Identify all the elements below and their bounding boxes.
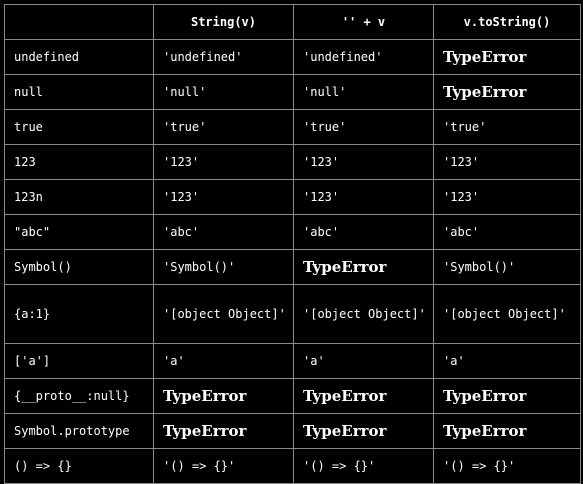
cell-string-v: 'true' [153,109,294,145]
cell-string-v: '123' [153,179,294,215]
cell-concat-v: 'null' [293,74,434,110]
table-row: Symbol() 'Symbol()' TypeError 'Symbol()' [4,249,581,285]
conversion-table: String(v) '' + v v.toString() undefined … [4,4,581,484]
cell-tostring-v: 'abc' [433,214,581,250]
cell-concat-v: '123' [293,144,434,180]
table-row: () => {} '() => {}' '() => {}' '() => {}… [4,448,581,484]
cell-string-v: 'a' [153,343,294,379]
cell-value: Symbol.prototype [4,413,154,449]
cell-string-v: '[object Object]' [153,284,294,344]
cell-tostring-v: '() => {}' [433,448,581,484]
cell-tostring-v: '123' [433,144,581,180]
cell-tostring-v: 'Symbol()' [433,249,581,285]
table-row: true 'true' 'true' 'true' [4,109,581,145]
cell-value: "abc" [4,214,154,250]
cell-tostring-v: TypeError [433,74,581,110]
cell-concat-v: '() => {}' [293,448,434,484]
cell-value: null [4,74,154,110]
cell-concat-v: 'true' [293,109,434,145]
header-concat-v: '' + v [293,4,434,40]
cell-value: () => {} [4,448,154,484]
cell-value: Symbol() [4,249,154,285]
cell-concat-v: 'abc' [293,214,434,250]
cell-value: true [4,109,154,145]
cell-string-v: 'undefined' [153,39,294,75]
cell-string-v: 'null' [153,74,294,110]
cell-concat-v: TypeError [293,378,434,414]
cell-tostring-v: TypeError [433,378,581,414]
cell-concat-v: '[object Object]' [293,284,434,344]
cell-value: undefined [4,39,154,75]
cell-string-v: TypeError [153,413,294,449]
table-row: Symbol.prototype TypeError TypeError Typ… [4,413,581,449]
cell-value: {__proto__:null} [4,378,154,414]
cell-value: 123n [4,179,154,215]
table-row: 123 '123' '123' '123' [4,144,581,180]
cell-tostring-v: '[object Object]' [433,284,581,344]
table-row: {__proto__:null} TypeError TypeError Typ… [4,378,581,414]
cell-concat-v: '123' [293,179,434,215]
cell-value: ['a'] [4,343,154,379]
table-row: ['a'] 'a' 'a' 'a' [4,343,581,379]
cell-value: 123 [4,144,154,180]
header-tostring-v: v.toString() [433,4,581,40]
cell-tostring-v: TypeError [433,413,581,449]
cell-concat-v: TypeError [293,413,434,449]
header-row: String(v) '' + v v.toString() [4,4,581,40]
table-row: null 'null' 'null' TypeError [4,74,581,110]
cell-concat-v: 'a' [293,343,434,379]
table-row: {a:1} '[object Object]' '[object Object]… [4,284,581,344]
cell-string-v: '123' [153,144,294,180]
cell-string-v: TypeError [153,378,294,414]
cell-string-v: '() => {}' [153,448,294,484]
table-row: "abc" 'abc' 'abc' 'abc' [4,214,581,250]
cell-value: {a:1} [4,284,154,344]
cell-string-v: 'Symbol()' [153,249,294,285]
header-string-v: String(v) [153,4,294,40]
cell-tostring-v: TypeError [433,39,581,75]
table-row: 123n '123' '123' '123' [4,179,581,215]
cell-concat-v: TypeError [293,249,434,285]
table-row: undefined 'undefined' 'undefined' TypeEr… [4,39,581,75]
cell-tostring-v: 'true' [433,109,581,145]
header-value [4,4,154,40]
cell-string-v: 'abc' [153,214,294,250]
cell-concat-v: 'undefined' [293,39,434,75]
cell-tostring-v: 'a' [433,343,581,379]
cell-tostring-v: '123' [433,179,581,215]
